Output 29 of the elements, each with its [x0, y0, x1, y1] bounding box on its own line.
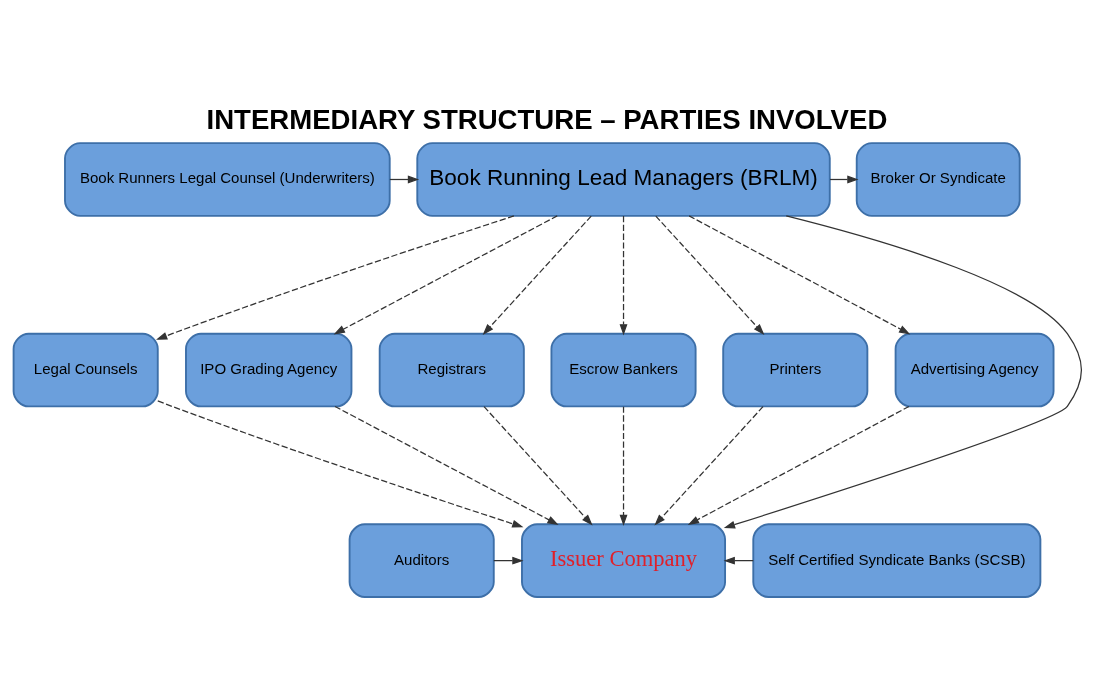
arrow [389, 175, 420, 183]
arrow [156, 214, 515, 340]
arrow [619, 215, 628, 335]
arrow [654, 405, 764, 526]
node-box: Book Runners Legal Counsel (Underwriters) [64, 141, 391, 217]
node-box: IPO Grading Agency [185, 332, 353, 407]
arrow [157, 399, 524, 528]
node-box: Book Running Lead Managers (BRLM) [416, 141, 831, 217]
arrow [619, 405, 628, 526]
node-box: Broker Or Syndicate [855, 141, 1021, 217]
node-box: Printers [722, 332, 869, 407]
arrow [687, 405, 910, 525]
node-box: Advertising Agency [894, 332, 1055, 407]
arrow [334, 405, 559, 525]
arrow [483, 405, 593, 526]
arrow [493, 556, 524, 565]
arrow [723, 214, 1083, 528]
arrow [333, 214, 558, 334]
node-box: Registrars [378, 332, 525, 407]
node-box: Escrow Bankers [550, 332, 697, 407]
diagram-title: INTERMEDIARY STRUCTURE – PARTIES INVOLVED [206, 103, 888, 135]
node-box: Issuer Company [521, 522, 727, 598]
node-box: Auditors [348, 522, 495, 598]
node-box: Legal Counsels [12, 332, 159, 407]
node-box: Self Certified Syndicate Banks (SCSB) [752, 522, 1042, 598]
arrow [655, 215, 765, 335]
arrow [688, 214, 911, 334]
arrow [482, 215, 592, 335]
arrow [723, 556, 754, 565]
